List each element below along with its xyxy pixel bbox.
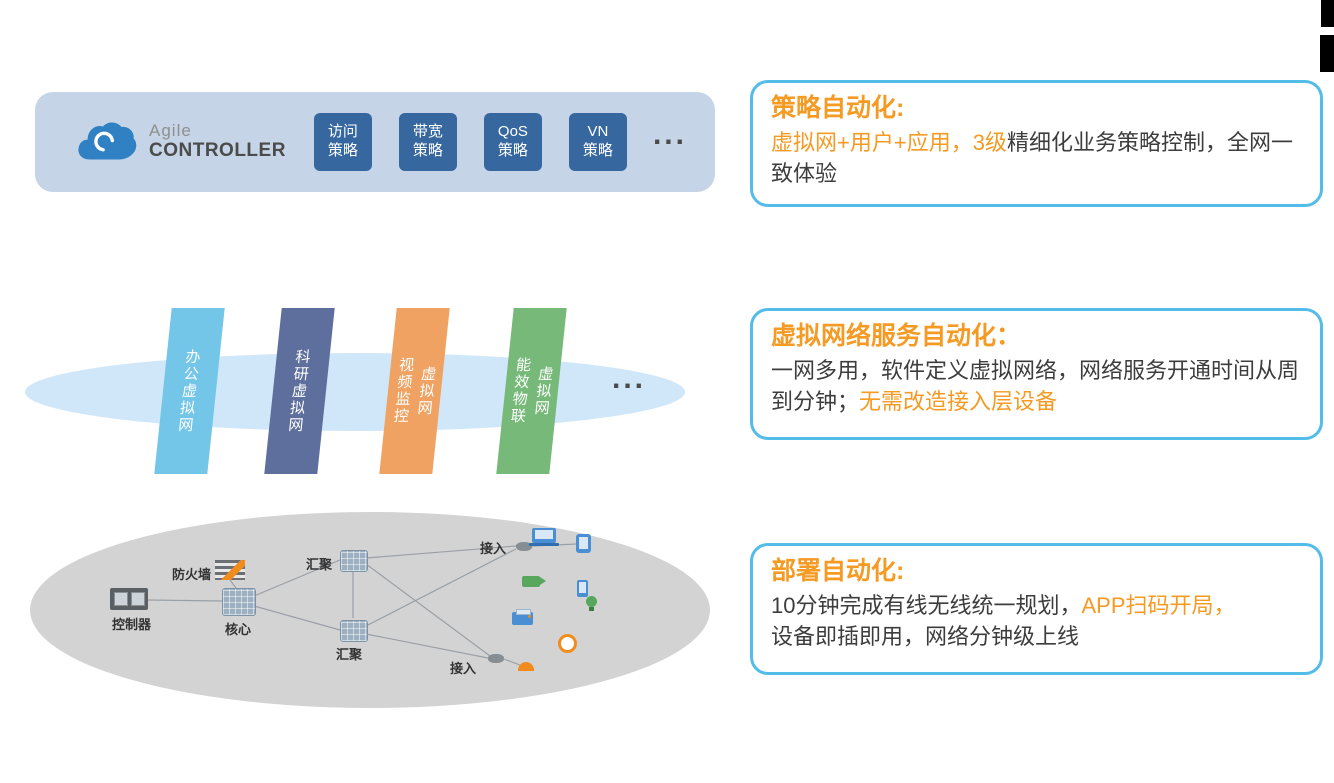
bulb-icon (586, 596, 597, 611)
callout-text-segment: 无需改造接入层设备 (859, 389, 1058, 415)
callout-policy-automation: 策略自动化: 虚拟网+用户+应用，3级精细化业务策略控制，全网一致体验 (750, 80, 1323, 207)
policy-chip-label: 访问 (327, 123, 358, 141)
access2-ap-icon (488, 654, 504, 663)
core-switch-icon (222, 588, 256, 616)
vn-banner-label: 科研虚拟网 (285, 348, 312, 434)
access2-label: 接入 (450, 661, 477, 676)
vn-banner-text: 科研虚拟网 (284, 349, 316, 434)
policy-chip-label: 策略 (582, 142, 613, 159)
network-topology: 防火墙 控制器 核心 汇聚 汇聚 接入 接入 (30, 512, 710, 708)
aggregation1-switch-icon (340, 550, 368, 572)
policy-chip-qos: QoS 策略 (483, 113, 542, 171)
callout-title: 虚拟网络服务自动化： (771, 322, 1022, 350)
policy-chip-vn: VN 策略 (568, 113, 627, 171)
phone-icon (577, 580, 588, 597)
controller-bar: Agile CONTROLLER 访问 策略 带宽 策略 QoS 策略 VN 策… (35, 92, 715, 192)
policy-chip-access: 访问 策略 (313, 113, 372, 171)
virtual-layer-ellipse (25, 353, 685, 431)
aggregation2-label: 汇聚 (336, 647, 363, 662)
callout-vn-service-automation: 虚拟网络服务自动化： 一网多用，软件定义虚拟网络，网络服务开通时间从周到分钟；无… (750, 308, 1323, 440)
brand-agile: Agile (149, 121, 192, 141)
callout-title: 策略自动化: (771, 94, 905, 122)
vn-banner-label: 办公虚拟网 (175, 348, 202, 434)
policy-chip-label: 策略 (327, 142, 358, 159)
monitor-icon (576, 534, 591, 553)
vn-banner-video-surveillance: 视频监控虚拟网 (379, 308, 450, 474)
callout-deployment-automation: 部署自动化: 10分钟完成有线无线统一规划，APP扫码开局，设备即插即用，网络分… (750, 543, 1323, 675)
callout-text-segment: 一网多用，软件定义虚拟网络，网络服务开通时间从周到分钟； (771, 358, 1300, 415)
policy-chip-label: 策略 (497, 142, 528, 159)
policy-chip-label: 带宽 (412, 123, 443, 141)
controller-device-icon (110, 588, 148, 610)
screen-edge-artifact-top (1321, 0, 1334, 27)
callout-body: 虚拟网+用户+应用，3级精细化业务策略控制，全网一致体验 (771, 127, 1302, 189)
callout-title: 部署自动化: (771, 557, 905, 585)
vn-banner-label: 虚拟网 (414, 365, 438, 417)
policy-chip-label: VN (587, 123, 609, 141)
firewall-label: 防火墙 (172, 567, 212, 582)
access1-label: 接入 (480, 541, 507, 556)
aggregation1-label: 汇聚 (306, 557, 333, 572)
vn-banner-text: 能效物联虚拟网 (506, 357, 557, 425)
vn-banner-text: 视频监控虚拟网 (389, 357, 440, 425)
topology-links (147, 538, 578, 666)
more-policies-ellipsis: ... (652, 118, 687, 151)
callout-text-segment: 10分钟完成有线无线统一规划， (771, 593, 1082, 619)
callout-text-segment: 虚拟网+用户+应用，3级 (771, 130, 1007, 156)
callout-text-segment: APP扫码开局， (1081, 593, 1236, 619)
vn-banner-energy-iot: 能效物联虚拟网 (496, 308, 567, 474)
aggregation2-switch-icon (340, 620, 368, 642)
brand-text: Agile CONTROLLER (149, 122, 286, 162)
more-vn-ellipsis: ... (612, 362, 647, 395)
policy-chip-bandwidth: 带宽 策略 (398, 113, 457, 171)
video-camera-icon (522, 576, 546, 587)
access1-ap-icon (516, 542, 532, 551)
firewall-icon (215, 560, 245, 580)
vn-banner-label: 虚拟网 (531, 365, 555, 417)
callout-text-segment: 精细化业务策略控制，全网一致体验 (771, 130, 1293, 187)
laptop-icon (529, 528, 559, 546)
vn-banner-office: 办公虚拟网 (154, 308, 225, 474)
core-label: 核心 (225, 622, 252, 637)
vn-banner-text: 办公虚拟网 (174, 349, 206, 434)
policy-chip-label: 策略 (412, 142, 443, 159)
brand-controller: CONTROLLER (149, 139, 286, 161)
printer-icon (512, 609, 533, 625)
callout-text-segment: 设备即插即用，网络分钟级上线 (771, 624, 1080, 650)
controller-label: 控制器 (112, 617, 152, 632)
cloud-icon (78, 122, 137, 160)
iot-sensor-icon (558, 634, 577, 653)
policy-chip-label: QoS (497, 123, 528, 141)
policy-chip-row: 访问 策略 带宽 策略 QoS 策略 VN 策略 (313, 113, 627, 171)
screen-edge-artifact-bottom (1320, 35, 1334, 72)
callout-body: 10分钟完成有线无线统一规划，APP扫码开局，设备即插即用，网络分钟级上线 (771, 590, 1302, 652)
vn-banner-research: 科研虚拟网 (264, 308, 335, 474)
dome-camera-icon (518, 662, 534, 671)
cloud-logo-icon (75, 119, 137, 165)
physical-layer-ellipse (30, 512, 710, 708)
callout-body: 一网多用，软件定义虚拟网络，网络服务开通时间从周到分钟；无需改造接入层设备 (771, 355, 1302, 417)
